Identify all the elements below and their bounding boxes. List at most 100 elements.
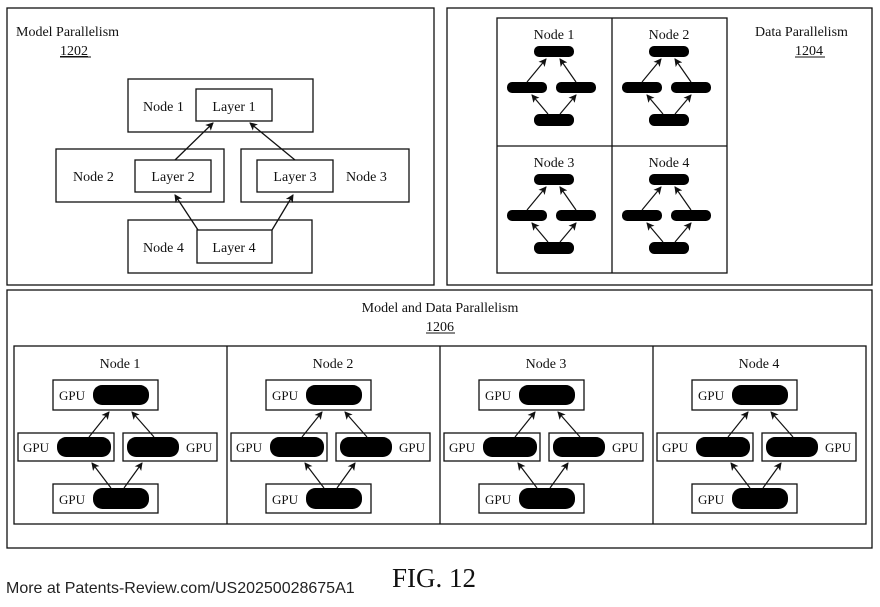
dp-node-3-label: Node 3 (534, 156, 575, 171)
gpu-label: GPU (449, 440, 476, 455)
arrow (123, 462, 143, 489)
redacted-block (270, 437, 324, 457)
arrow (336, 462, 356, 489)
arrow (674, 94, 692, 115)
gpu-label: GPU (272, 388, 299, 403)
gpu-box (656, 432, 754, 462)
mdp-title: Model and Data Parallelism (362, 301, 519, 316)
redacted-block (649, 174, 689, 185)
mp-node-1-label: Node 1 (143, 100, 184, 115)
mdp-node-4-label: Node 4 (739, 357, 780, 372)
arrow (557, 411, 581, 438)
arrow (249, 122, 296, 161)
gpu-label: GPU (698, 492, 725, 507)
model-parallelism-ref: 1202 (60, 44, 88, 59)
redacted-block (622, 82, 662, 93)
mp-layer-1-box (195, 88, 273, 122)
mdp-node-2-label: Node 2 (313, 357, 354, 372)
redacted-block (671, 82, 711, 93)
redacted-block (534, 114, 574, 126)
mp-layer-4-label: Layer 4 (212, 241, 255, 256)
redacted-block (534, 242, 574, 254)
redacted-block (519, 488, 575, 509)
arrow (174, 194, 199, 231)
arrow (559, 94, 577, 115)
gpu-label: GPU (825, 440, 852, 455)
arrow (559, 222, 577, 243)
data-parallelism-title: Data Parallelism (755, 25, 848, 40)
gpu-box (230, 432, 328, 462)
arrow (91, 462, 112, 489)
arrow (559, 186, 577, 211)
arrow (517, 462, 538, 489)
arrow (641, 58, 662, 83)
footer-link[interactable]: More at Patents-Review.com/US20250028675… (6, 580, 355, 597)
gpu-box (335, 432, 431, 462)
mdp-ref: 1206 (426, 320, 454, 335)
gpu-box (265, 483, 372, 514)
mp-node-2-box (55, 148, 225, 203)
redacted-block (127, 437, 179, 457)
redacted-block (766, 437, 818, 457)
redacted-block (671, 210, 711, 221)
gpu-label: GPU (272, 492, 299, 507)
gpu-box (478, 483, 585, 514)
arrow (730, 462, 751, 489)
redacted-block (519, 385, 575, 405)
mp-layer-2-label: Layer 2 (151, 170, 194, 185)
redacted-block (57, 437, 111, 457)
mp-layer-1-label: Layer 1 (212, 100, 255, 115)
redacted-block (507, 82, 547, 93)
gpu-label: GPU (186, 440, 213, 455)
mp-layer-2-box (134, 159, 212, 193)
data-parallelism-panel (446, 7, 873, 286)
gpu-box (548, 432, 644, 462)
gpu-box (122, 432, 218, 462)
arrow (674, 58, 692, 83)
mdp-node-1-label: Node 1 (100, 357, 141, 372)
redacted-block (649, 114, 689, 126)
arrow (641, 186, 662, 211)
gpu-box (691, 483, 798, 514)
redacted-block (534, 174, 574, 185)
arrow (514, 411, 536, 438)
redacted-block (306, 385, 362, 405)
arrow (549, 462, 569, 489)
mp-node-1-box (127, 78, 314, 133)
mp-node-2-label: Node 2 (73, 170, 114, 185)
redacted-block (306, 488, 362, 509)
arrow (174, 122, 214, 161)
arrow (271, 194, 294, 231)
redacted-block (507, 210, 547, 221)
gpu-box (52, 483, 159, 514)
redacted-block (732, 385, 788, 405)
arrow (770, 411, 794, 438)
redacted-block (732, 488, 788, 509)
gpu-label: GPU (59, 388, 86, 403)
arrow (526, 186, 547, 211)
dp-node-2-label: Node 2 (649, 28, 690, 43)
redacted-block (649, 46, 689, 57)
redacted-block (696, 437, 750, 457)
arrow (727, 411, 749, 438)
mp-node-4-box (127, 219, 313, 274)
arrow (674, 222, 692, 243)
model-parallelism-panel (6, 7, 435, 286)
redacted-block (553, 437, 605, 457)
redacted-block (93, 385, 149, 405)
gpu-box (761, 432, 857, 462)
model-and-data-parallelism-panel (6, 289, 873, 549)
gpu-label: GPU (236, 440, 263, 455)
arrow (646, 222, 664, 243)
gpu-label: GPU (698, 388, 725, 403)
arrow (674, 186, 692, 211)
gpu-box (52, 379, 159, 411)
gpu-box (478, 379, 585, 411)
arrow (88, 411, 110, 438)
gpu-box (443, 432, 541, 462)
mp-node-3-label: Node 3 (346, 170, 387, 185)
redacted-block (340, 437, 392, 457)
arrow (526, 58, 547, 83)
gpu-box (265, 379, 372, 411)
